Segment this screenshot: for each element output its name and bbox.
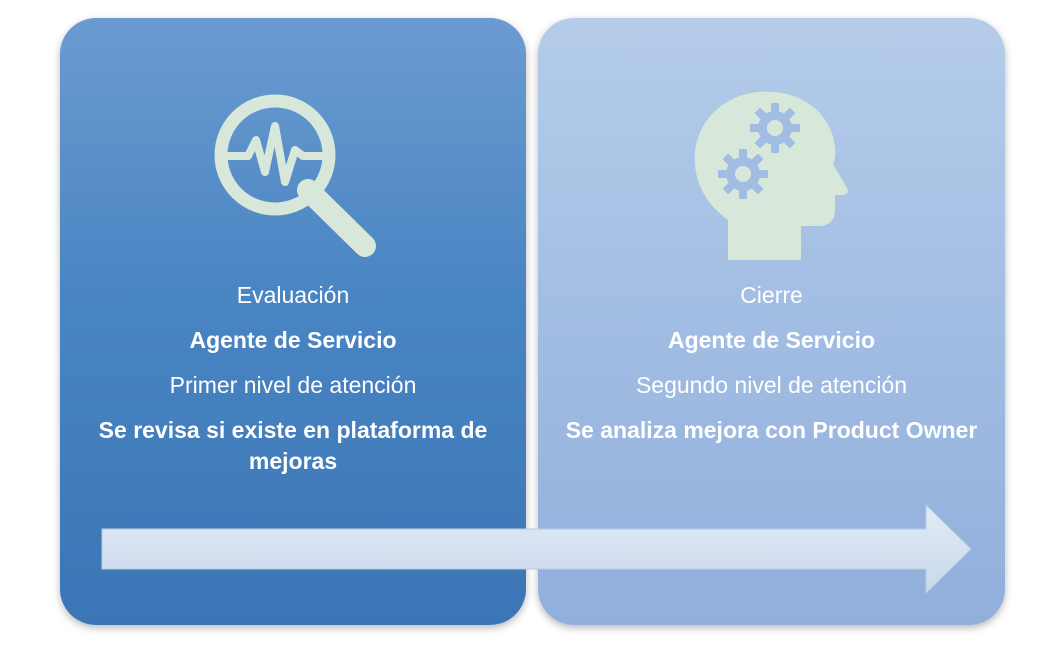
- stage-action: Se revisa si existe en plataforma de mej…: [98, 417, 488, 474]
- stage-phase: Evaluación: [236, 282, 350, 308]
- head-gears-icon: [694, 91, 848, 260]
- stage-phase: Cierre: [740, 282, 803, 308]
- stage-text-cierre: Cierre Agente de Servicio Segundo nivel …: [548, 280, 995, 460]
- stage-panel-evaluacion: Evaluación Agente de Servicio Primer niv…: [60, 18, 526, 625]
- stage-level: Primer nivel de atención: [169, 372, 417, 398]
- stage-text-evaluacion: Evaluación Agente de Servicio Primer niv…: [70, 280, 516, 491]
- stage-panel-cierre: Cierre Agente de Servicio Segundo nivel …: [538, 18, 1005, 625]
- stage-role: Agente de Servicio: [667, 327, 876, 353]
- stage-action: Se analiza mejora con Product Owner: [565, 417, 978, 443]
- magnifier-pulse-icon: [214, 94, 376, 257]
- stage-role: Agente de Servicio: [189, 327, 397, 353]
- stage-level: Segundo nivel de atención: [635, 372, 908, 398]
